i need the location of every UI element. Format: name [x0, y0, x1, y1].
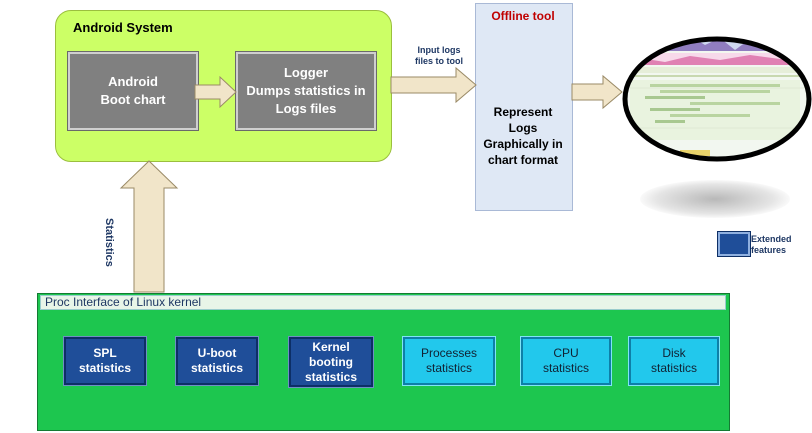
android-bootchart-box: Android Boot chart: [68, 52, 198, 130]
uboot-statistics-box: U-boot statistics: [175, 336, 259, 386]
android-system-title: Android System: [73, 20, 173, 35]
proc-interface-header: [40, 295, 726, 310]
kernel-booting-statistics-box: Kernel booting statistics: [288, 336, 374, 388]
legend-label: Extended features: [751, 234, 792, 255]
arrow-logger-to-offline-tool: [390, 66, 477, 104]
arrow-offline-tool-to-chart: [571, 74, 623, 110]
spl-statistics-box: SPL statistics: [63, 336, 147, 386]
proc-interface-label: Proc Interface of Linux kernel: [45, 295, 202, 309]
input-logs-label: Input logs files to tool: [415, 45, 463, 66]
lens-ring: [622, 36, 812, 162]
offline-tool-box: [475, 3, 573, 211]
bootchart-preview-lens: [625, 39, 809, 159]
arrow-bootchart-to-logger: [194, 75, 237, 109]
offline-tool-title: Offline tool: [491, 9, 555, 23]
statistics-label: Statistics: [103, 218, 115, 267]
proc-interface-container: [37, 293, 730, 431]
legend-swatch: [718, 232, 750, 256]
arrow-statistics-up: [119, 160, 179, 293]
processes-statistics-box: Processes statistics: [402, 336, 496, 386]
logger-box: Logger Dumps statistics in Logs files: [236, 52, 376, 130]
offline-tool-description: Represent Logs Graphically in chart form…: [483, 105, 563, 167]
cpu-statistics-box: CPU statistics: [520, 336, 612, 386]
disk-statistics-box: Disk statistics: [628, 336, 720, 386]
lens-shadow: [640, 180, 790, 218]
